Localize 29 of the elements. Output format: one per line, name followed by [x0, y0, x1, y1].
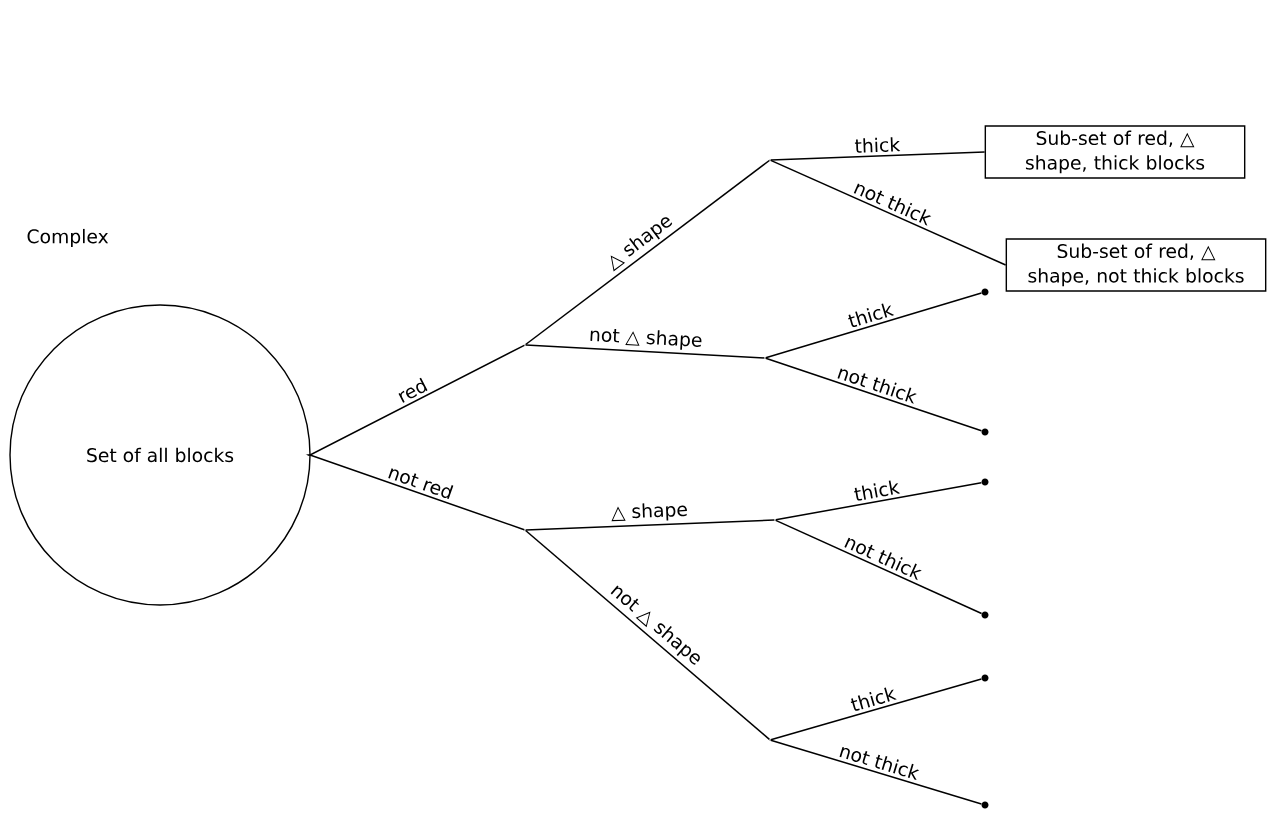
subset-box: Sub-set of red, △ shape, thick blocks	[984, 125, 1246, 179]
diagram-label: Complex	[27, 228, 109, 248]
branch-line	[775, 519, 983, 615]
edge-label: not red	[388, 468, 454, 500]
edge-label: not thick	[837, 368, 917, 404]
edge-label: red	[398, 377, 428, 403]
edge-label: thick	[854, 480, 901, 501]
branch-line	[770, 151, 986, 161]
edge-label: thick	[848, 303, 895, 327]
branch-line	[525, 519, 775, 531]
edge-label: not thick	[844, 537, 922, 581]
edge-label: thick	[854, 137, 901, 153]
edge-label: not thick	[853, 183, 932, 226]
branch-line	[524, 159, 771, 346]
edge-label: thick	[850, 687, 897, 711]
branch-line	[524, 529, 771, 741]
branch-line	[775, 481, 983, 521]
edge-label: not thick	[839, 747, 920, 781]
branch-line	[306, 344, 526, 456]
branch-line	[770, 739, 983, 805]
subset-box: Sub-set of red, △ shape, not thick blocks	[1005, 238, 1267, 292]
branch-line	[770, 678, 983, 741]
branch-line	[525, 344, 765, 359]
branch-line	[770, 159, 1007, 266]
edge-label: △ shape	[611, 503, 687, 522]
branch-line	[765, 357, 983, 432]
branch-line	[305, 454, 525, 531]
branch-line	[765, 292, 983, 359]
edge-label: not △ shape	[590, 329, 702, 350]
